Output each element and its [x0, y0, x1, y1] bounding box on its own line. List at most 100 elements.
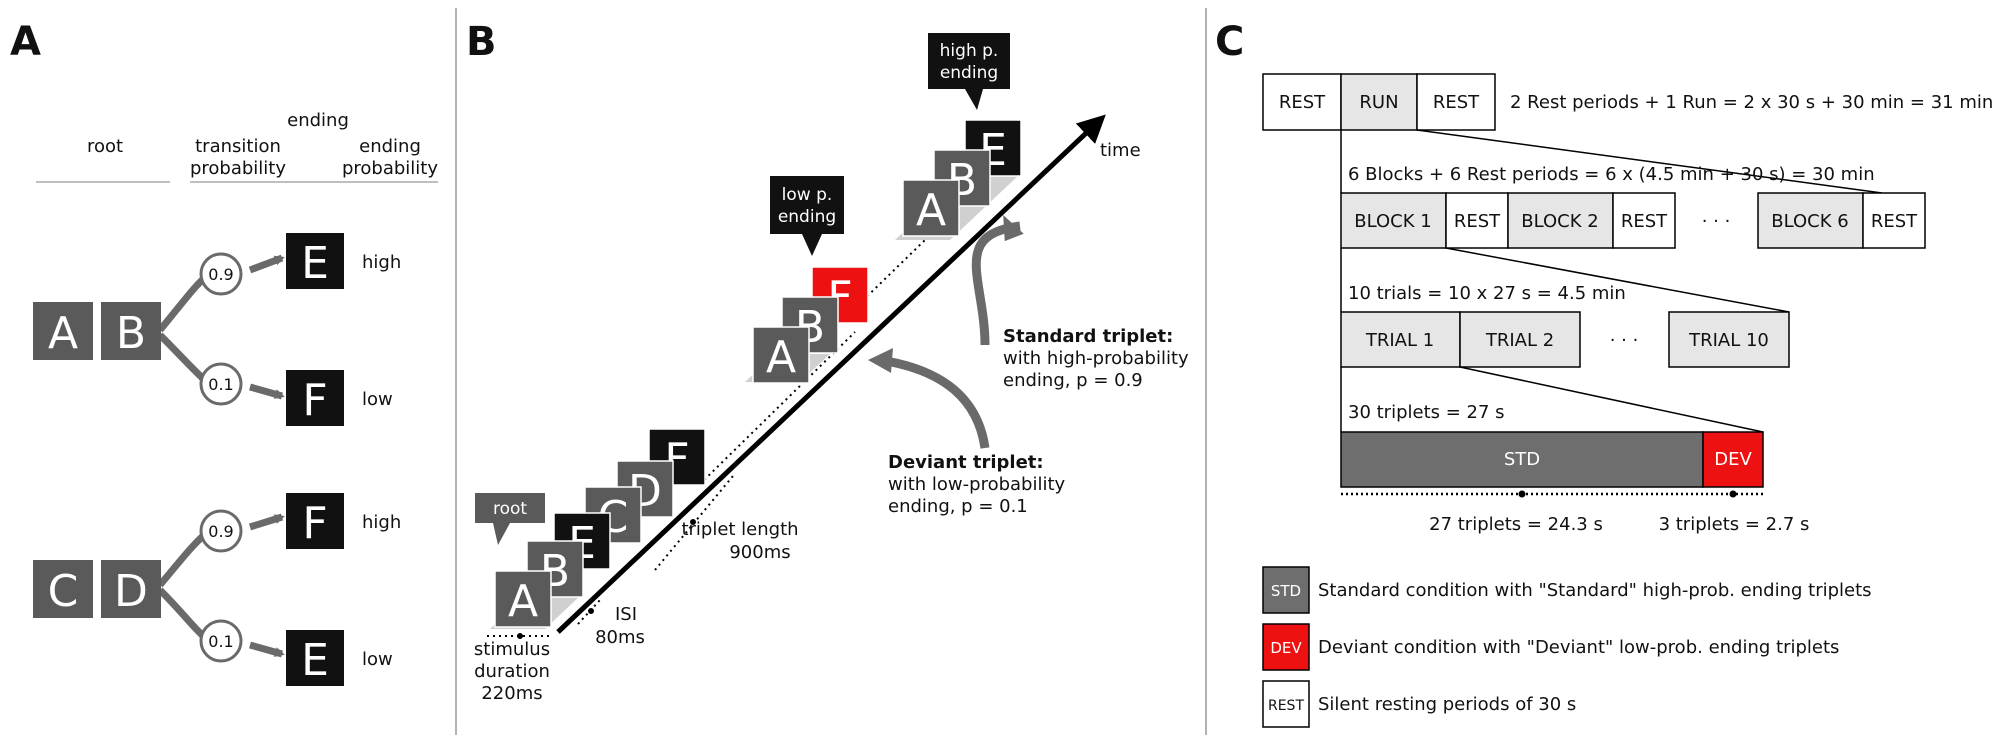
- dev-midpoint-dot: [1729, 490, 1737, 498]
- block-rest-1: [1445, 192, 1509, 249]
- std-bar: [1340, 431, 1704, 488]
- prob-low-circle: [199, 362, 243, 406]
- std-count: 27 triplets = 24.3 s: [1429, 514, 1603, 535]
- block-1: [1340, 192, 1447, 249]
- col-ending-prob-header-2: probability: [342, 158, 438, 179]
- time-label: time: [1100, 140, 1141, 161]
- dotted-guide-lower: [699, 331, 856, 485]
- panel-c-label: C: [1215, 19, 1244, 65]
- legend-dev-swatch-text: DEV: [1270, 639, 1302, 657]
- legend-std-swatch: [1262, 566, 1310, 614]
- node-root2: [101, 560, 161, 618]
- triplet-cdf: F D C E B A: [494, 428, 706, 628]
- trials-equation: 10 trials = 10 x 27 s = 4.5 min: [1348, 283, 1626, 304]
- dev-count: 3 triplets = 2.7 s: [1659, 514, 1810, 535]
- deviant-title: Deviant triplet:: [888, 452, 1044, 473]
- end-high-box: [286, 233, 344, 289]
- node-root1-letter: A: [48, 308, 78, 359]
- block-rest-2: [1612, 192, 1676, 249]
- run-box: [1340, 73, 1418, 131]
- stimulus-duration-value: 220ms: [481, 683, 542, 704]
- legend-std-text: Standard condition with "Standard" high-…: [1318, 580, 1872, 601]
- arrow-high: [248, 513, 285, 531]
- triplet-deviant: F B A: [752, 266, 869, 384]
- node-root2-letter: D: [114, 566, 148, 617]
- end-low-label: low: [362, 389, 393, 410]
- trial-10-text: TRIAL 10: [1688, 330, 1769, 351]
- end-low-box: [286, 630, 344, 686]
- dev-bar-text: DEV: [1714, 449, 1752, 470]
- prob-low-value: 0.1: [208, 375, 233, 394]
- high-ending-callout-pointer: [965, 89, 983, 110]
- node-root2: [101, 302, 161, 360]
- panel-a-label: A: [10, 19, 41, 65]
- block-2: [1507, 192, 1614, 249]
- arrow-low: [249, 641, 285, 658]
- letter-a-standard: A: [916, 185, 946, 236]
- root-callout-text: root: [493, 499, 527, 519]
- standard-annotation-arrow: [971, 221, 1021, 346]
- node-root2-letter: B: [116, 308, 146, 359]
- run-rest-2-text: REST: [1433, 92, 1480, 113]
- deviant-annotation-arrowhead: [868, 348, 893, 373]
- high-ending-callout-line2: ending: [940, 63, 998, 83]
- prob-high-circle: [199, 252, 243, 296]
- block-6-text: BLOCK 6: [1771, 211, 1848, 232]
- letter-box-b-deviant: [781, 296, 839, 354]
- root-callout: [475, 493, 545, 523]
- run-text: RUN: [1359, 92, 1398, 113]
- low-ending-callout-line2: ending: [778, 207, 836, 227]
- standard-line1: with high-probability: [1003, 348, 1189, 369]
- triplet-length-value: 900ms: [729, 542, 790, 563]
- run-rest-1-text: REST: [1279, 92, 1326, 113]
- time-axis: [556, 114, 1106, 634]
- trial-ellipsis: · · ·: [1610, 330, 1639, 351]
- arrow-low: [249, 383, 285, 400]
- prob-high-value: 0.9: [208, 265, 233, 284]
- zoom-block-right: [1445, 247, 1790, 313]
- block-2-text: BLOCK 2: [1521, 211, 1598, 232]
- letter-box-a: [494, 570, 552, 628]
- legend-dev-swatch: [1262, 623, 1310, 671]
- letter-a-deviant: A: [766, 332, 796, 383]
- dev-bar: [1702, 431, 1764, 488]
- trial-1-text: TRIAL 1: [1365, 330, 1434, 351]
- low-ending-callout-line1: low p.: [782, 185, 833, 205]
- stimulus-duration-label2: duration: [474, 661, 550, 682]
- run-rest-2: [1416, 73, 1496, 131]
- high-ending-callout: [928, 33, 1010, 89]
- legend-dev-text: Deviant condition with "Deviant" low-pro…: [1318, 637, 1839, 658]
- run-rest-1: [1262, 73, 1342, 131]
- deviant-line2: ending, p = 0.1: [888, 496, 1028, 517]
- triplets-equation: 30 triplets = 27 s: [1348, 402, 1505, 423]
- node-root1: [33, 302, 93, 360]
- trial-10: [1668, 311, 1790, 368]
- std-midpoint-dot: [1518, 490, 1526, 498]
- standard-annotation-arrowhead: [1003, 215, 1024, 242]
- zoom-trial-right: [1459, 366, 1764, 433]
- run-equation: 2 Rest periods + 1 Run = 2 x 30 s + 30 m…: [1510, 92, 1993, 113]
- deviant-annotation-arrow: [879, 355, 990, 449]
- end-high-label: high: [362, 252, 401, 273]
- prob-low-value: 0.1: [208, 632, 233, 651]
- isi-label: ISI: [615, 604, 637, 625]
- letter-a: A: [508, 576, 538, 627]
- blocks-equation: 6 Blocks + 6 Rest periods = 6 x (4.5 min…: [1348, 164, 1875, 185]
- low-ending-callout-pointer: [802, 234, 822, 256]
- col-transition-header-1: transition: [195, 136, 281, 157]
- high-ending-callout-line1: high p.: [940, 41, 999, 61]
- stimulus-duration-dot: [517, 633, 523, 639]
- standard-title: Standard triplet:: [1003, 326, 1173, 347]
- node-root1-letter: C: [48, 566, 79, 617]
- root-callout-pointer: [493, 523, 510, 545]
- isi-value: 80ms: [595, 627, 645, 648]
- triplet-standard: E B A: [902, 119, 1022, 237]
- legend-rest-swatch: [1262, 680, 1310, 728]
- block-rest-6-text: REST: [1871, 211, 1918, 232]
- legend-rest-text: Silent resting periods of 30 s: [1318, 694, 1576, 715]
- letter-box-a-standard: [902, 179, 960, 237]
- trial-2-text: TRIAL 2: [1485, 330, 1554, 351]
- prob-low-circle: [199, 619, 243, 663]
